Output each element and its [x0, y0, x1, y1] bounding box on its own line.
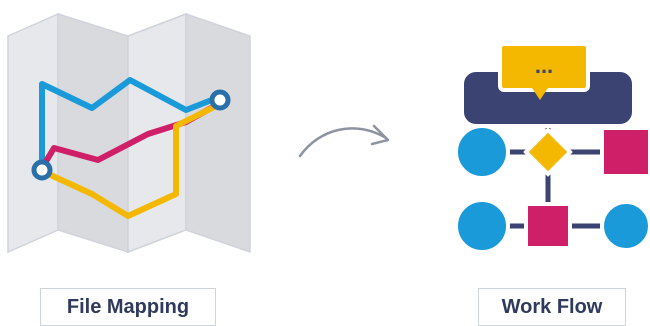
- file-mapping-label: File Mapping: [40, 288, 216, 326]
- flow-node-circle-left: [454, 124, 510, 180]
- folded-map-icon: [7, 12, 251, 254]
- flow-node-square-right: [600, 126, 650, 178]
- speech-bubble-dots: ...: [535, 53, 553, 78]
- curved-arrow-icon: [298, 124, 390, 158]
- work-flow-label: Work Flow: [478, 288, 626, 326]
- speech-bubble-icon: ...: [498, 42, 590, 100]
- file-mapping-label-text: File Mapping: [66, 295, 190, 318]
- map-pin-end: [209, 89, 231, 111]
- map-pin-start: [31, 159, 53, 181]
- map-route-yellow: [41, 105, 215, 219]
- map-panel-1: [7, 12, 59, 254]
- flowchart-icon: ...: [454, 42, 650, 254]
- work-flow-label-text: Work Flow: [501, 295, 603, 318]
- flow-node-square-center: [524, 202, 572, 250]
- flow-node-diamond: [523, 127, 573, 177]
- map-route-blue: [39, 77, 225, 171]
- flow-node-circle-bottom-right: [600, 200, 650, 252]
- map-panel-4: [185, 12, 251, 254]
- flow-node-circle-bottom-left: [454, 198, 510, 254]
- map-panel-2: [57, 12, 129, 254]
